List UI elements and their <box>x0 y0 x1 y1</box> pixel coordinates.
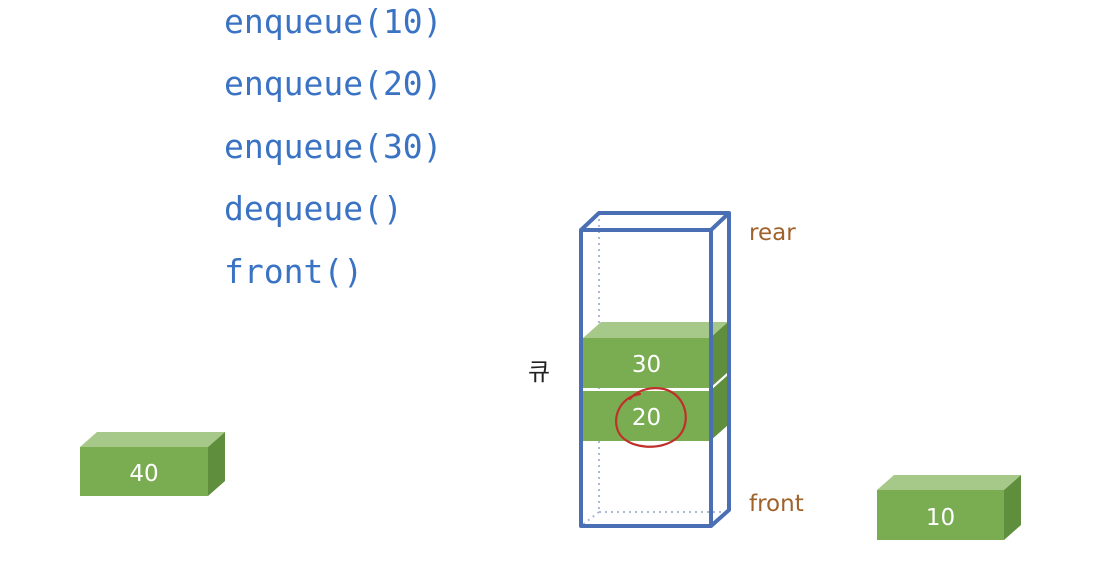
front-label: front <box>749 491 804 517</box>
operation-enqueue-10: enqueue(10) <box>224 2 443 41</box>
rear-label: rear <box>749 220 796 246</box>
operation-enqueue-30: enqueue(30) <box>224 127 443 166</box>
block-40-label: 40 <box>129 461 158 487</box>
block-40: 40 <box>80 432 225 496</box>
block-10-label: 10 <box>926 505 955 531</box>
queue-item-30-label: 30 <box>632 352 661 378</box>
operation-front: front() <box>224 252 364 291</box>
operation-enqueue-20: enqueue(20) <box>224 64 443 103</box>
queue-label: 큐 <box>528 358 551 386</box>
queue-container <box>579 211 731 528</box>
highlight-circle <box>615 387 687 448</box>
queue-container-back-edges <box>580 213 728 527</box>
block-10: 10 <box>877 475 1021 540</box>
queue-item-20: 20 <box>583 375 728 441</box>
operation-dequeue: dequeue() <box>224 189 403 228</box>
queue-item-30: 30 <box>583 322 728 388</box>
queue-item-20-label: 20 <box>632 405 661 431</box>
